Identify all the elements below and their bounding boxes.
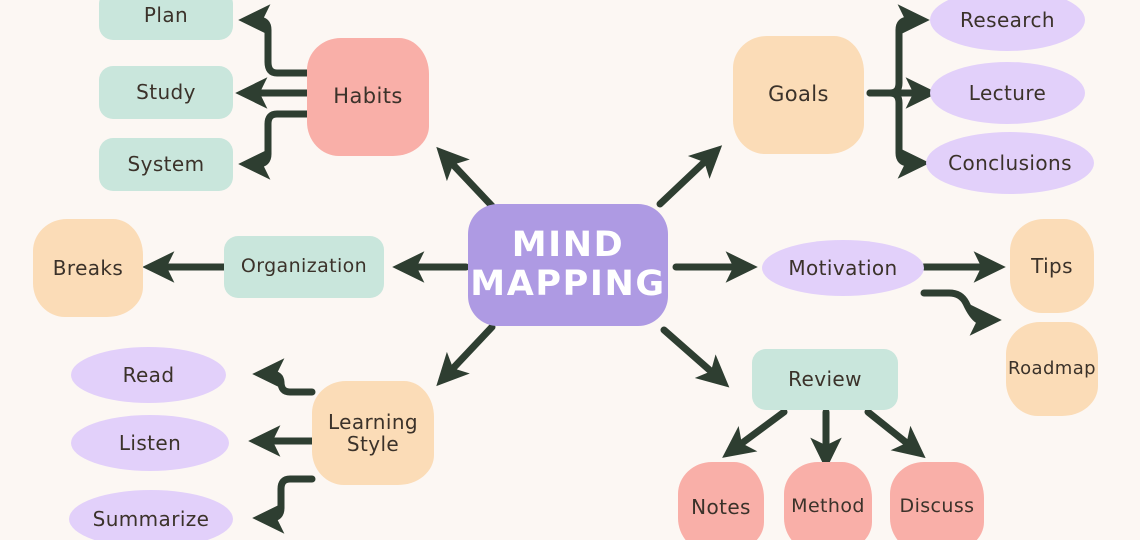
leaf-label-conclusions: Conclusions <box>948 150 1072 175</box>
center-node-mind-mapping[interactable]: MIND MAPPING <box>468 204 668 326</box>
arrow-center-goals <box>656 145 723 208</box>
leaf-label-listen: Listen <box>118 430 182 455</box>
leaf-label-breaks: Breaks <box>52 255 124 280</box>
leaf-label-summarize: Summarize <box>92 506 210 531</box>
arrow-center-review <box>660 326 730 388</box>
leaf-node-listen[interactable]: Listen <box>71 415 229 471</box>
leaf-node-conclusions[interactable]: Conclusions <box>926 132 1094 194</box>
leaf-node-plan[interactable]: Plan <box>99 0 233 40</box>
leaf-label-discuss: Discuss <box>899 495 975 518</box>
arrow-habits-plan <box>238 4 311 77</box>
leaf-node-read[interactable]: Read <box>71 347 226 403</box>
leaf-label-read: Read <box>122 362 175 387</box>
arrow-review-discuss <box>864 408 926 459</box>
leaf-label-study: Study <box>136 80 196 105</box>
leaf-label-plan: Plan <box>143 2 189 27</box>
arrow-motivation-roadmap <box>920 289 1002 336</box>
branch-node-learning-style[interactable]: Learning Style <box>312 381 434 485</box>
branch-label-learning-style-line1: Learning <box>327 409 419 434</box>
leaf-node-lecture[interactable]: Lecture <box>930 62 1085 124</box>
leaf-node-method[interactable]: Method <box>784 462 872 540</box>
arrow-review-notes <box>722 408 788 458</box>
leaf-label-research: Research <box>960 7 1055 32</box>
branch-node-organization[interactable]: Organization <box>224 236 384 298</box>
leaf-node-discuss[interactable]: Discuss <box>890 462 984 540</box>
leaf-node-system[interactable]: System <box>99 138 233 191</box>
branch-label-goals: Goals <box>768 82 829 107</box>
branch-node-motivation[interactable]: Motivation <box>762 240 924 296</box>
leaf-label-roadmap: Roadmap <box>1008 357 1096 379</box>
leaf-node-research[interactable]: Research <box>930 0 1085 51</box>
leaf-label-tips: Tips <box>1031 253 1073 278</box>
arrow-goals-research <box>866 4 930 97</box>
branch-label-motivation: Motivation <box>788 255 898 280</box>
leaf-label-method: Method <box>791 495 865 518</box>
arrow-center-learning-style <box>436 323 496 387</box>
leaf-node-summarize[interactable]: Summarize <box>69 490 233 540</box>
arrow-learning-summarize <box>252 475 316 534</box>
leaf-node-notes[interactable]: Notes <box>678 462 764 540</box>
leaf-label-lecture: Lecture <box>968 80 1047 105</box>
center-node-line2: MAPPING <box>470 264 666 304</box>
leaf-node-study[interactable]: Study <box>99 66 233 119</box>
arrow-learning-read <box>252 358 316 396</box>
leaf-label-system: System <box>127 152 205 177</box>
branch-label-learning-style-line2: Style <box>346 432 400 456</box>
branch-node-goals[interactable]: Goals <box>733 36 864 154</box>
branch-label-organization: Organization <box>240 255 368 278</box>
center-node-line1: MIND <box>511 224 625 265</box>
branch-label-habits: Habits <box>333 84 403 109</box>
leaf-node-tips[interactable]: Tips <box>1010 219 1094 313</box>
branch-node-review[interactable]: Review <box>752 349 898 410</box>
arrow-goals-conclusions <box>866 89 930 179</box>
leaf-node-roadmap[interactable]: Roadmap <box>1006 322 1098 416</box>
leaf-label-notes: Notes <box>691 494 751 519</box>
arrow-habits-system <box>238 110 311 180</box>
arrow-center-habits <box>436 146 496 210</box>
leaf-node-breaks[interactable]: Breaks <box>33 219 143 317</box>
branch-label-review: Review <box>788 367 862 392</box>
branch-node-habits[interactable]: Habits <box>307 38 429 156</box>
